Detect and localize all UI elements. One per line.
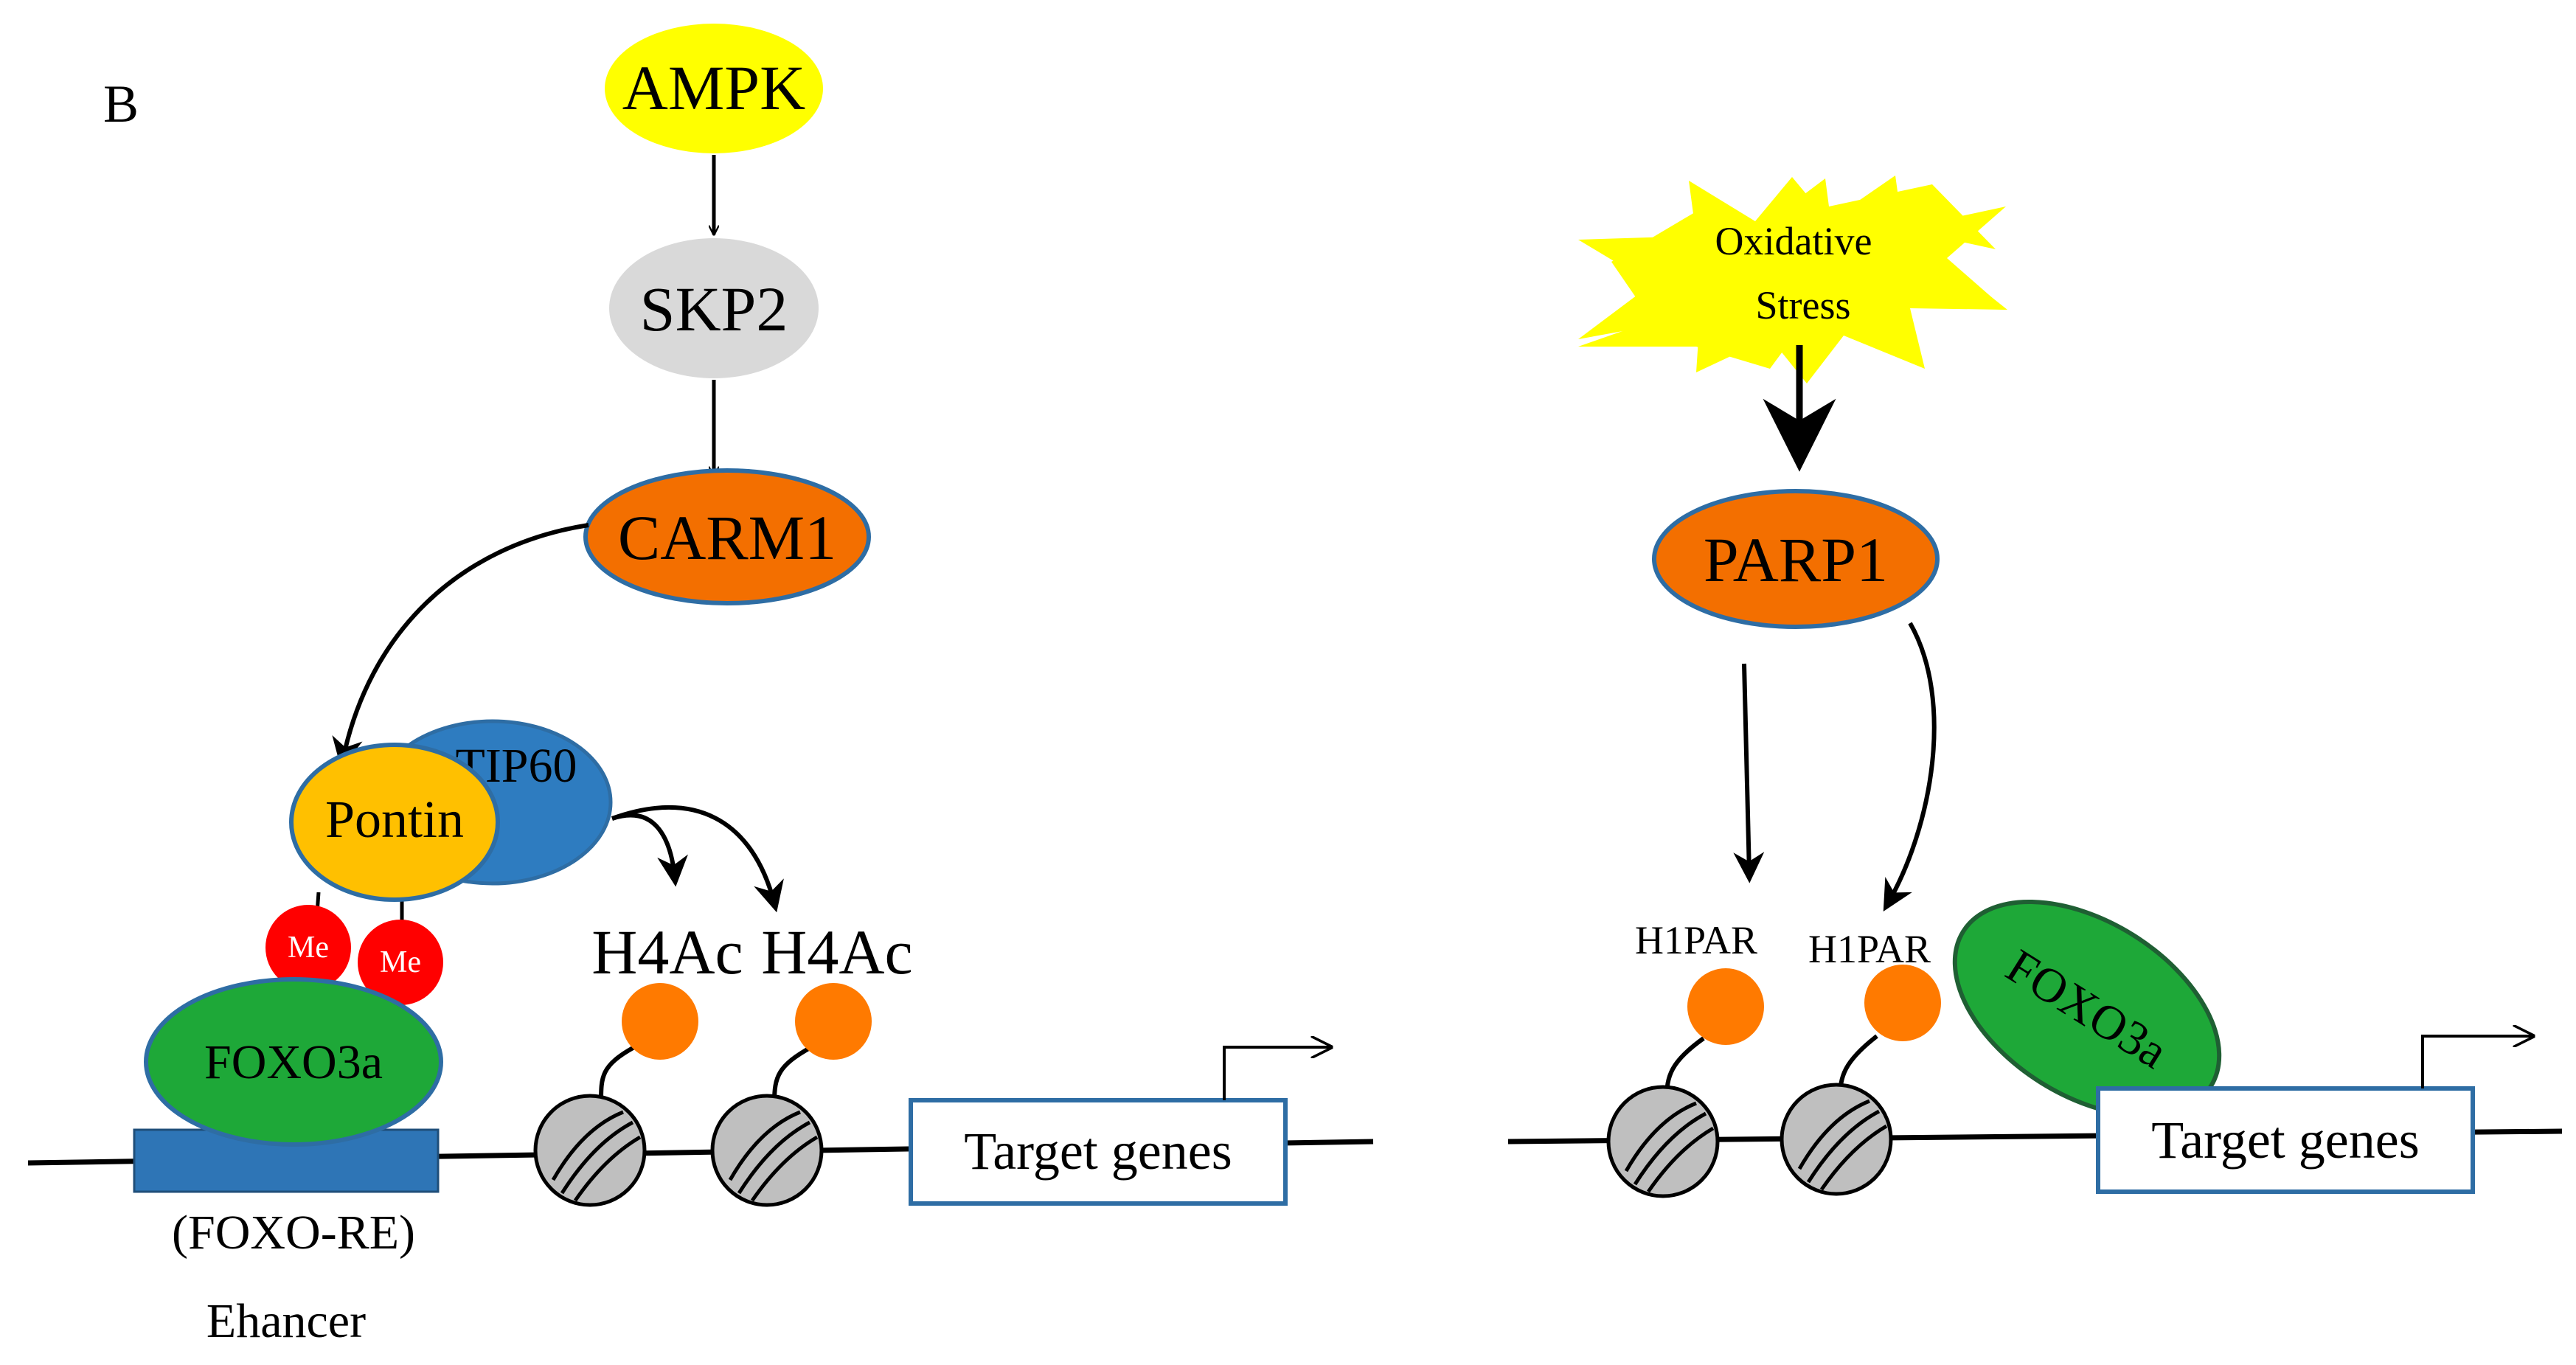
target-genes-label-right: Target genes xyxy=(2151,1111,2419,1170)
me-label-2: Me xyxy=(380,945,421,979)
tss-arrow-left xyxy=(1223,1047,1331,1100)
foxo3a-node-left: FOXO3a xyxy=(144,977,443,1147)
arrow-carm1-pontin xyxy=(332,523,589,769)
pontin-label: Pontin xyxy=(325,790,464,849)
arrow-parp1-h1par-1 xyxy=(1733,663,1765,883)
oxidative-stress-line-2: Stress xyxy=(1755,283,1850,327)
h1par-label-2: H1PAR xyxy=(1808,927,1931,971)
foxo-re-label: (FOXO-RE) xyxy=(172,1206,415,1260)
carm1-label: CARM1 xyxy=(618,502,836,573)
oxidative-stress-line-1: Oxidative xyxy=(1715,219,1872,263)
ampk-label: AMPK xyxy=(622,52,806,123)
carm1-node: CARM1 xyxy=(583,468,871,605)
ampk-node: AMPK xyxy=(605,24,823,153)
arrow-tip60-h4ac-2 xyxy=(611,805,784,913)
tail-nucleosome-1 xyxy=(599,1045,636,1103)
nucleosome-left-1 xyxy=(535,1096,645,1205)
foxo3a-node-right: FOXO3a xyxy=(1952,900,2222,1118)
panel-label: B xyxy=(103,74,139,133)
left-pathway: AMPK SKP2 CARM1 TIP60 Pontin xyxy=(27,24,1374,1348)
methyl-mark-1: Me xyxy=(265,905,351,990)
skp2-label: SKP2 xyxy=(640,274,788,344)
arrow-tip60-h4ac-1 xyxy=(611,813,688,887)
skp2-node: SKP2 xyxy=(609,238,819,378)
parp1-label: PARP1 xyxy=(1704,524,1888,595)
enhancer-label: Ehancer xyxy=(206,1294,366,1348)
right-pathway: Oxidative Stress PARP1 H1PAR H1PAR FOXO3… xyxy=(1507,176,2563,1196)
nucleosome-left-2 xyxy=(712,1096,822,1205)
oxidative-stress-starburst: Oxidative Stress xyxy=(1578,176,2007,383)
par-mark-2 xyxy=(1864,965,1941,1041)
arrow-parp1-h1par-2 xyxy=(1883,622,1937,911)
tail-nucleosome-2 xyxy=(772,1045,813,1103)
target-genes-box-right: Target genes xyxy=(2096,1086,2475,1194)
par-mark-1 xyxy=(1687,968,1764,1045)
target-genes-label-left: Target genes xyxy=(964,1122,1232,1181)
pontin-node: Pontin xyxy=(289,743,500,902)
foxo3a-label-left: FOXO3a xyxy=(204,1035,383,1089)
me-label-1: Me xyxy=(288,931,329,965)
parp1-node: PARP1 xyxy=(1652,489,1940,629)
methyl-mark-2: Me xyxy=(358,920,443,1005)
h1par-label-1: H1PAR xyxy=(1635,918,1757,962)
starburst-burst xyxy=(1578,176,2006,383)
h4ac-label-1: H4Ac xyxy=(591,917,743,987)
nucleosome-right-1 xyxy=(1608,1087,1718,1196)
nucleosome-right-2 xyxy=(1782,1085,1891,1194)
h4ac-label-2: H4Ac xyxy=(761,917,912,987)
acetyl-mark-1 xyxy=(622,983,698,1060)
target-genes-box-left: Target genes xyxy=(909,1098,1288,1206)
tss-arrow-right xyxy=(2421,1036,2533,1088)
acetyl-mark-2 xyxy=(795,983,872,1060)
